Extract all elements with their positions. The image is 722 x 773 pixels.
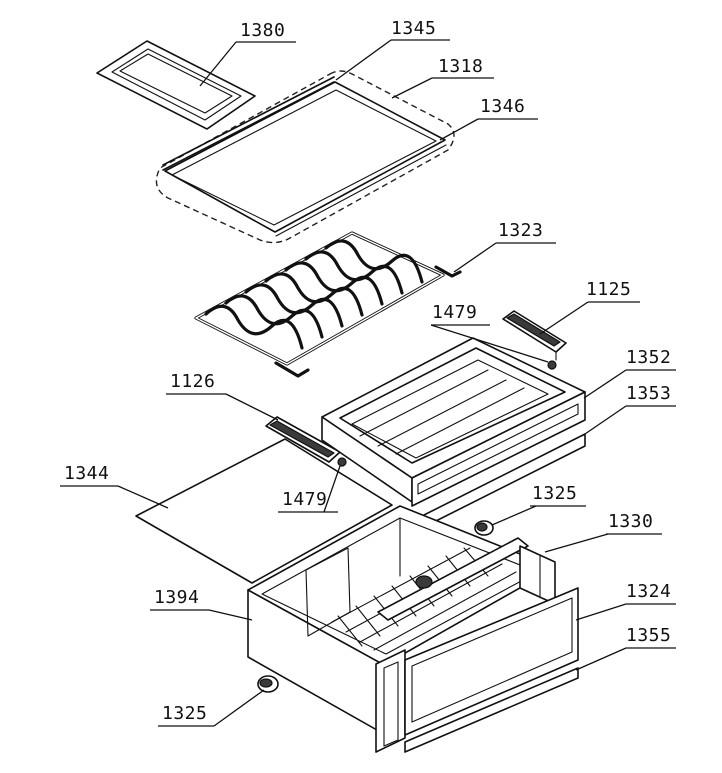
callout-1345: 1345 [391,18,450,41]
part-1479-right-pin [547,360,557,370]
callout-1380: 1380 [236,20,296,43]
callout-label: 1330 [608,511,653,532]
callout-1346: 1346 [478,96,538,120]
callout-label: 1325 [162,703,207,724]
callout-1479-right: 1479 [431,302,490,326]
callout-label: 1394 [154,587,199,608]
callout-label: 1344 [64,463,109,484]
callout-1323: 1323 [496,220,556,244]
callout-1318: 1318 [432,56,494,79]
leader-lines [117,39,627,727]
callout-label: 1479 [282,489,327,510]
part-1355-lower-trim [404,667,579,753]
callout-label: 1380 [240,20,285,41]
callout-1330: 1330 [606,511,662,535]
callout-label: 1325 [532,483,577,504]
part-1352-upper-drawer [321,337,586,507]
part-1325-foot-right [474,520,494,536]
callout-1126: 1126 [166,371,226,395]
callout-label: 1318 [438,56,483,77]
part-1330-lower-rail [519,545,556,605]
callout-1353: 1353 [626,383,676,407]
callout-1325-left: 1325 [158,703,214,727]
callout-label: 1126 [170,371,215,392]
callout-1352: 1352 [626,347,676,371]
callout-1479-left: 1479 [278,489,338,513]
callout-label: 1355 [626,625,671,646]
part-1479-left-pin [337,457,347,467]
part-1125-right-slide [502,310,567,361]
callout-1325-right: 1325 [530,483,586,507]
callout-label: 1352 [626,347,671,368]
callout-label: 1346 [480,96,525,117]
callout-label: 1324 [626,581,671,602]
part-1325-foot-left [257,675,279,693]
part-1318-group-outline [155,70,455,244]
part-1323-wire-rack [194,231,462,378]
callout-label: 1323 [498,220,543,241]
callout-label: 1345 [391,18,436,39]
part-1324-lower-front [375,587,579,753]
callout-1394: 1394 [150,587,209,611]
part-1345-glass-shelf [162,76,447,237]
callout-label: 1479 [432,302,477,323]
callout-1355: 1355 [626,625,676,649]
callout-1125: 1125 [586,279,640,303]
part-1380-plate [96,40,256,130]
callout-label: 1353 [626,383,671,404]
part-1394-lower-drawer [247,505,556,735]
callout-label: 1125 [586,279,631,300]
callout-1324: 1324 [626,581,676,605]
callout-1344: 1344 [60,463,118,487]
part-1344-cover-plate [135,438,393,584]
